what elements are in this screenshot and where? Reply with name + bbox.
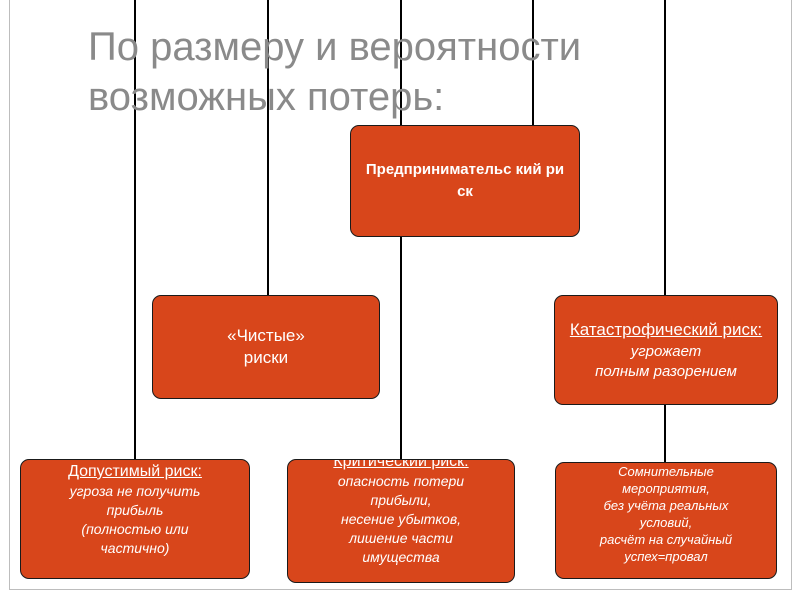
node-acceptable-risk-heading: Допустимый риск: bbox=[68, 463, 202, 480]
node-critical-risk-line-3: несение убытков, bbox=[340, 511, 462, 527]
slide-frame bbox=[9, 0, 792, 590]
node-critical-risk-line-2: прибыли, bbox=[370, 492, 432, 508]
node-critical-risk-line-5: имущества bbox=[362, 549, 440, 565]
node-catastrophic-risk-heading: Катастрофический риск: bbox=[569, 320, 763, 339]
node-doubtful-measures-line-1: Сомнительные bbox=[618, 464, 714, 479]
node-critical-risk-line-1: опасность потери bbox=[337, 473, 465, 489]
node-doubtful-measures-line-4: условий, bbox=[639, 515, 693, 530]
node-catastrophic-risk-line-1: угрожает bbox=[630, 343, 702, 360]
node-critical-risk-line-4: лишение части bbox=[349, 530, 453, 546]
node-catastrophic-risk-line-2: полным разорением bbox=[595, 363, 737, 380]
node-critical-risk: Критический риск: опасность потери прибы… bbox=[287, 459, 515, 583]
title-line-2: возможных потерь: bbox=[88, 75, 445, 119]
node-acceptable-risk-line-3: (полностью или bbox=[81, 521, 189, 537]
title-line-1: По размеру и вероятности bbox=[88, 25, 582, 69]
node-pure-risks: «Чистые» риски bbox=[152, 295, 380, 399]
node-doubtful-measures-line-5: расчёт на случайный bbox=[599, 532, 733, 547]
node-pure-risks-label: «Чистые» риски bbox=[227, 326, 305, 367]
node-doubtful-measures-line-2: мероприятия, bbox=[622, 481, 710, 496]
node-entrepreneurial-risk: Предпринимательс кий риск bbox=[350, 125, 580, 237]
node-critical-risk-heading: Критический риск: bbox=[333, 459, 469, 470]
node-entrepreneurial-risk-label: Предпринимательс кий риск bbox=[365, 161, 565, 200]
node-doubtful-measures-line-6: успех=провал bbox=[624, 549, 708, 564]
node-catastrophic-risk: Катастрофический риск: угрожает полным р… bbox=[554, 295, 778, 405]
node-doubtful-measures: Сомнительные мероприятия, без учёта реал… bbox=[555, 462, 777, 579]
node-acceptable-risk-line-1: угроза не получить bbox=[69, 483, 201, 499]
node-acceptable-risk-line-4: частично) bbox=[100, 540, 170, 556]
slide-title: По размеру и вероятности возможных потер… bbox=[88, 22, 708, 122]
node-acceptable-risk: Допустимый риск: угроза не получить приб… bbox=[20, 459, 250, 579]
node-acceptable-risk-line-2: прибыль bbox=[106, 502, 164, 518]
node-doubtful-measures-line-3: без учёта реальных bbox=[603, 498, 729, 513]
